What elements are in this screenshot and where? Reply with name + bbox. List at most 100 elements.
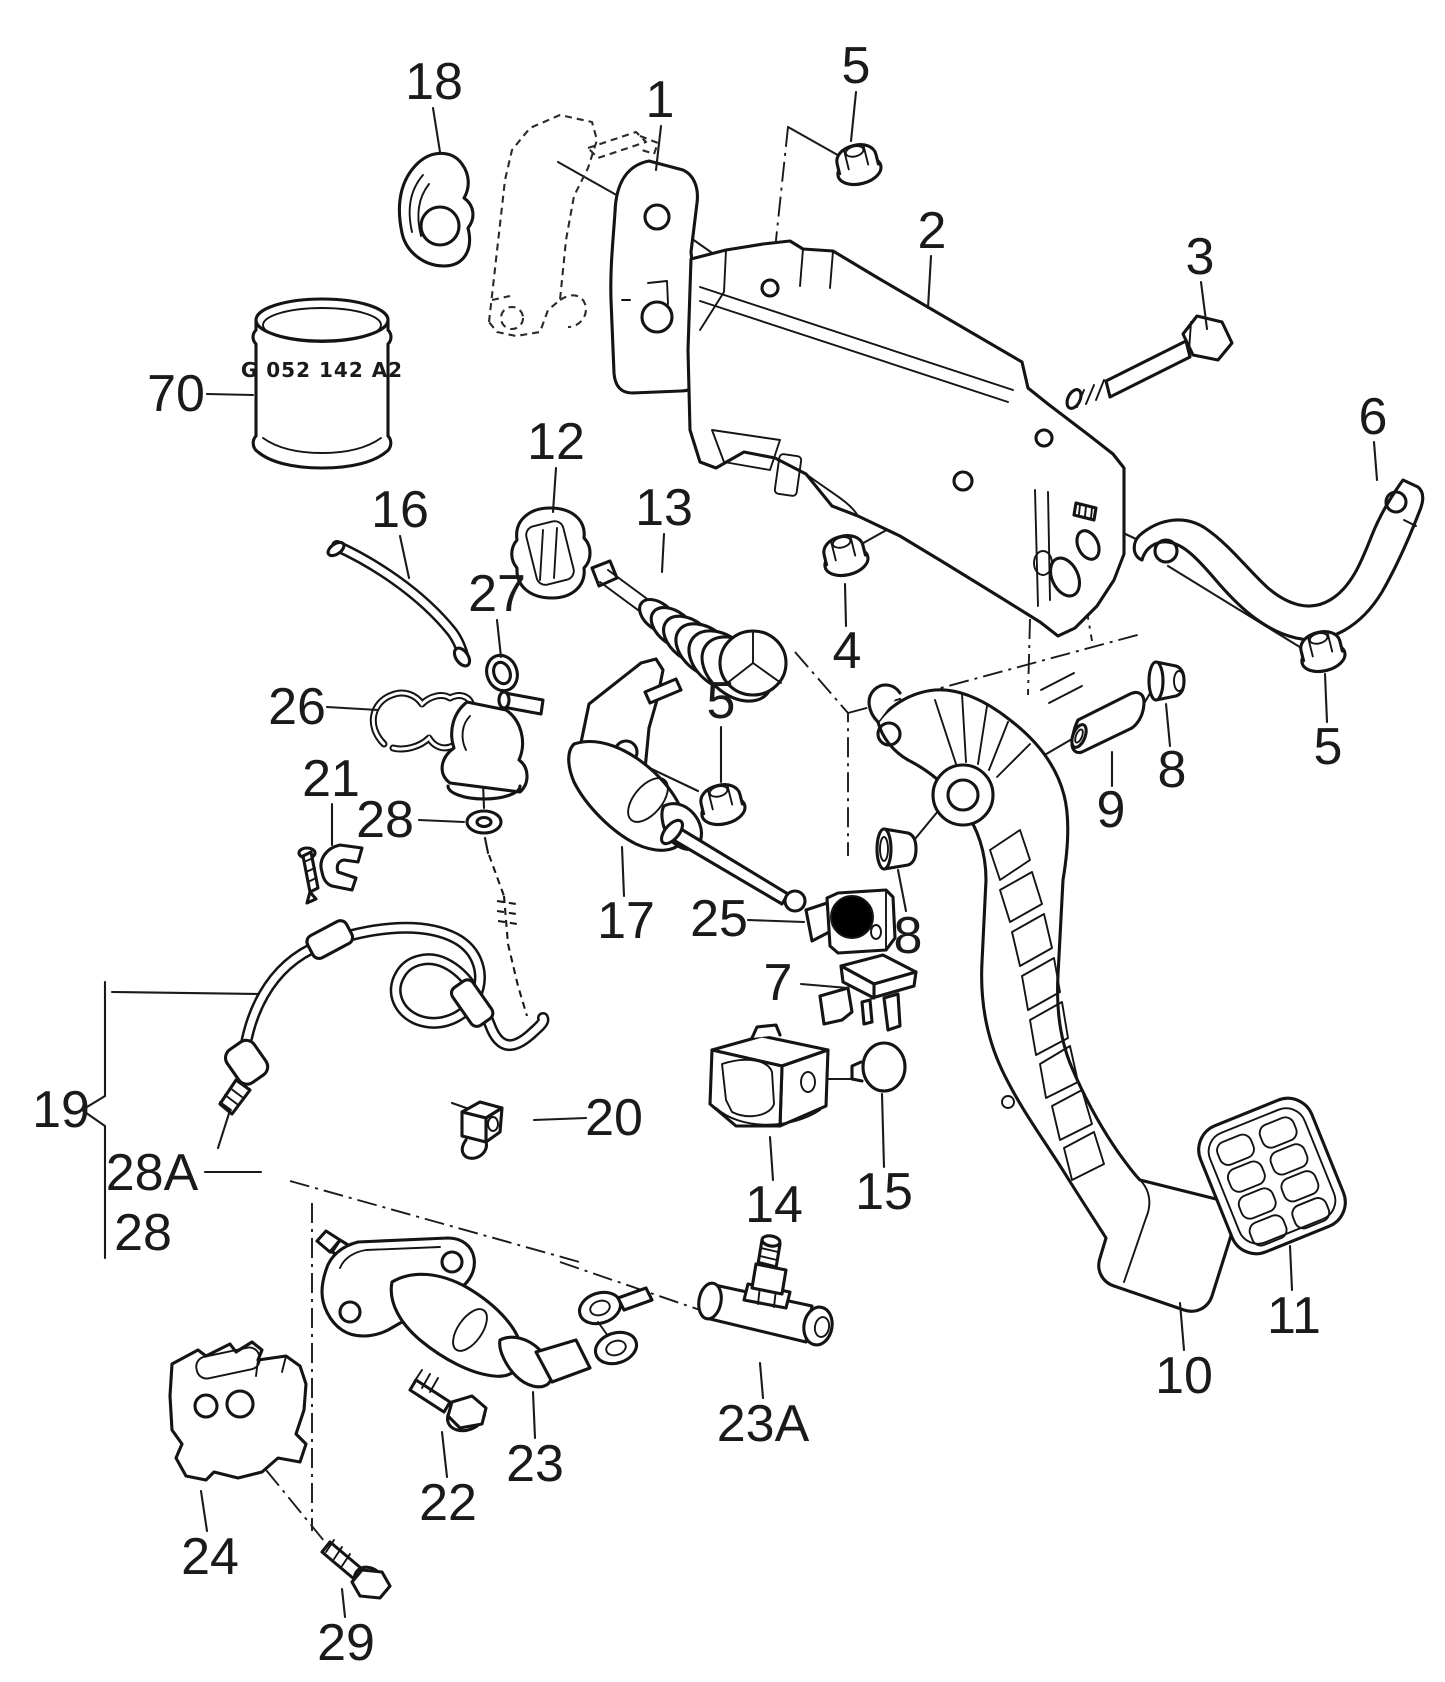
callout-leader-13: [660, 532, 666, 574]
callout-leader-4: [843, 582, 848, 628]
part-15-cap: [850, 1041, 907, 1093]
part-5-nut-right: [1299, 630, 1347, 674]
part-7-switch: [818, 953, 918, 1032]
callout-19: 19: [32, 1081, 90, 1139]
centerline: [289, 1180, 584, 1264]
callout-1: 1: [646, 71, 675, 129]
assembly-line: [483, 836, 490, 855]
callout-28: 28: [114, 1204, 172, 1262]
callout-9: 9: [1097, 781, 1126, 839]
callout-16: 16: [371, 481, 429, 539]
callout-26: 26: [268, 678, 326, 736]
callout-2: 2: [918, 202, 947, 260]
part-10-clutch-pedal: [867, 672, 1237, 1313]
canister-part-number: G 052 142 A2: [241, 358, 403, 382]
callout-11: 11: [1267, 1287, 1321, 1345]
callout-leader-27: [495, 618, 503, 659]
callout-leader-28: [417, 818, 466, 824]
callout-29: 29: [317, 1614, 375, 1672]
callout-5: 5: [842, 37, 871, 95]
hidden-line: [502, 895, 529, 1017]
ghost-bracket: [487, 113, 660, 338]
callout-leader-1: [654, 124, 663, 172]
callout-25: 25: [690, 890, 748, 948]
callout-27: 27: [468, 565, 526, 623]
callout-23A: 23A: [717, 1395, 810, 1453]
centerline: [770, 126, 789, 288]
hidden-line: [496, 909, 517, 916]
part-25-black-bushing: [830, 895, 874, 939]
hidden-line: [488, 854, 505, 897]
callout-21: 21: [302, 750, 360, 808]
callout-leader-5: [1323, 672, 1329, 724]
parts-layer: G 052 142 A2: [168, 113, 1425, 1600]
assembly-line: [110, 990, 264, 996]
callout-13: 13: [635, 479, 693, 537]
callout-leader-8: [1164, 702, 1172, 748]
callout-leader-23: [531, 1390, 537, 1440]
part-27-seal-ring: [485, 653, 519, 693]
part-12-grommet: [510, 506, 592, 600]
centerline: [1027, 618, 1031, 696]
part-22-bolt: [408, 1369, 488, 1433]
callout-leader-16: [398, 534, 411, 580]
callout-leader-22: [440, 1430, 449, 1479]
part-14-bracket-housing: [708, 1023, 830, 1128]
callout-leader-5: [849, 90, 858, 143]
centerline: [559, 1261, 701, 1311]
callout-5: 5: [707, 672, 736, 730]
callout-6: 6: [1359, 388, 1388, 446]
callout-leader-6: [1372, 440, 1379, 482]
part-6-support-strap: [1132, 478, 1425, 642]
part-28-seal-washer: [465, 809, 503, 835]
part-20-line-clip: [460, 1100, 504, 1160]
callout-20: 20: [585, 1089, 643, 1147]
callout-leader-26: [325, 705, 380, 712]
part-21-clip: [297, 843, 364, 905]
callout-23: 23: [506, 1435, 564, 1493]
centerline: [847, 633, 1142, 714]
callout-8: 8: [894, 907, 923, 965]
part-29-bolt: [320, 1539, 392, 1600]
callout-leader-3: [1199, 280, 1209, 331]
callout-24: 24: [181, 1528, 239, 1586]
callout-leader-29: [340, 1587, 347, 1619]
part-23-slave-cylinder: [315, 1229, 654, 1389]
part-11-pedal-pad: [1197, 1096, 1347, 1256]
hidden-line: [496, 899, 517, 906]
callout-leader-8: [896, 868, 908, 913]
centerline: [794, 651, 849, 856]
callout-15: 15: [855, 1163, 913, 1221]
part-5-nut-top: [835, 143, 883, 187]
callout-18: 18: [405, 53, 463, 111]
callout-leader-7: [799, 982, 850, 990]
callout-4: 4: [833, 622, 862, 680]
callout-5: 5: [1314, 718, 1343, 776]
callout-7: 7: [764, 954, 793, 1012]
callout-leader-25: [746, 918, 806, 924]
callout-leader-18: [431, 106, 442, 154]
part-8-bushing-upper: [1147, 660, 1186, 702]
callout-leader-10: [1178, 1301, 1186, 1352]
part-18-grommet: [397, 151, 475, 268]
callout-leader-24: [199, 1489, 209, 1533]
part-8-bushing-lower: [875, 827, 918, 871]
callout-leader-17: [620, 845, 626, 898]
part-16-hose: [326, 540, 472, 668]
assembly-line: [1166, 564, 1305, 651]
part-2-pedal-bracket: [686, 239, 1126, 638]
callout-leader-70: [205, 392, 255, 397]
part-3-bolt: [1065, 314, 1234, 410]
callout-3: 3: [1186, 228, 1215, 286]
part-17-master-cylinder: [440, 657, 807, 913]
part-13-boot: [590, 559, 788, 703]
callout-22: 22: [419, 1474, 477, 1532]
callout-17: 17: [597, 892, 655, 950]
callout-leader-14: [768, 1135, 775, 1182]
callout-leader-23A: [758, 1361, 765, 1400]
assembly-line: [80, 980, 107, 1260]
part-5-nut-mid: [699, 783, 747, 827]
part-23A-t-connector: [697, 1234, 834, 1347]
